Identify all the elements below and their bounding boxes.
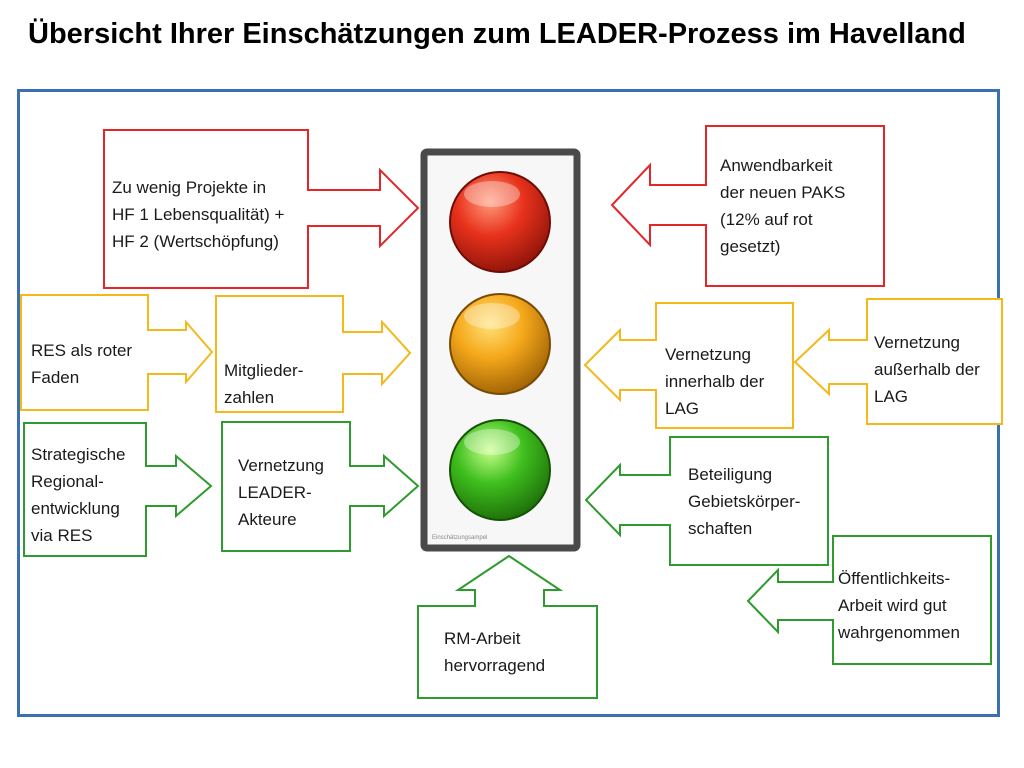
- callout-arrow-projekte: [103, 129, 420, 289]
- callout-vernetzung-innerhalb: Vernetzung innerhalb der LAG: [665, 341, 764, 422]
- callout-line: innerhalb der: [665, 372, 765, 391]
- callout-line: HF 2 (Wertschöpfung): [112, 232, 279, 251]
- traffic-light: [420, 148, 581, 552]
- callout-vernetzung-leader: Vernetzung LEADER- Akteure: [238, 452, 324, 533]
- callout-line: schaften: [688, 519, 753, 538]
- callout-line: zahlen: [224, 388, 275, 407]
- callout-arrow-vernetzung-innerhalb: [583, 302, 794, 429]
- callout-line: entwicklung: [31, 499, 120, 518]
- callout-arrow-rm-arbeit: [417, 554, 598, 699]
- green-light-highlight: [464, 429, 520, 455]
- callout-line: LEADER-: [238, 483, 312, 502]
- callout-line: HF 1 Lebensqualität) +: [112, 205, 285, 224]
- callout-line: außerhalb der: [874, 360, 980, 379]
- yellow-light-highlight: [464, 303, 520, 329]
- callout-arrow-paks: [610, 125, 885, 287]
- callout-paks: Anwendbarkeit der neuen PAKS (12% auf ro…: [720, 152, 845, 260]
- callout-line: Vernetzung: [238, 456, 325, 475]
- green-light: [449, 419, 551, 521]
- callout-line: Vernetzung: [665, 345, 752, 364]
- callout-line: Regional-: [31, 472, 104, 491]
- callout-line: gesetzt): [720, 237, 781, 256]
- callout-line: (12% auf rot: [720, 210, 813, 229]
- callout-line: Beteiligung: [688, 465, 773, 484]
- callout-line: Anwendbarkeit: [720, 156, 833, 175]
- callout-line: Strategische: [31, 445, 126, 464]
- callout-line: Öffentlichkeits-: [838, 569, 951, 588]
- callout-beteiligung: Beteiligung Gebietskörper- schaften: [688, 461, 800, 542]
- callout-line: LAG: [874, 387, 909, 406]
- callout-arrow-beteiligung: [584, 436, 829, 566]
- callout-arrow-oeffentlichkeit: [746, 535, 992, 665]
- callout-rm-arbeit: RM-Arbeit hervorragend: [444, 625, 545, 679]
- callout-strategische: Strategische Regional- entwicklung via R…: [31, 441, 126, 549]
- callout-arrow-mitglieder: [215, 295, 412, 413]
- callout-line: Vernetzung: [874, 333, 961, 352]
- callout-projekte: Zu wenig Projekte in HF 1 Lebensqualität…: [112, 174, 284, 255]
- callout-line: der neuen PAKS: [720, 183, 846, 202]
- callout-line: Akteure: [238, 510, 297, 529]
- callout-mitglieder: Mitglieder- zahlen: [224, 357, 303, 411]
- callout-arrow-res-faden: [20, 294, 214, 411]
- callout-line: via RES: [31, 526, 93, 545]
- callout-res-faden: RES als roter Faden: [31, 337, 132, 391]
- callout-line: Zu wenig Projekte in: [112, 178, 267, 197]
- callout-line: Mitglieder-: [224, 361, 304, 380]
- callout-line: LAG: [665, 399, 700, 418]
- callout-arrow-vernetzung-ausserhalb: [793, 298, 1003, 425]
- callout-line: hervorragend: [444, 656, 546, 675]
- callout-vernetzung-ausserhalb: Vernetzung außerhalb der LAG: [874, 329, 980, 410]
- callout-line: RM-Arbeit: [444, 629, 521, 648]
- slide-title: Übersicht Ihrer Einschätzungen zum LEADE…: [28, 18, 966, 50]
- red-light-highlight: [464, 181, 520, 207]
- callout-arrow-strategische: [23, 422, 213, 557]
- red-light: [449, 171, 551, 273]
- callout-arrow-vernetzung-leader: [221, 421, 420, 552]
- callout-line: RES als roter: [31, 341, 133, 360]
- callout-line: Arbeit wird gut: [838, 596, 947, 615]
- callout-oeffentlichkeit: Öffentlichkeits- Arbeit wird gut wahrgen…: [838, 565, 960, 646]
- callout-line: wahrgenommen: [838, 623, 960, 642]
- callout-line: Faden: [31, 368, 80, 387]
- traffic-light-caption: Einschätzungsampel: [432, 535, 488, 541]
- callout-line: Gebietskörper-: [688, 492, 801, 511]
- yellow-light: [449, 293, 551, 395]
